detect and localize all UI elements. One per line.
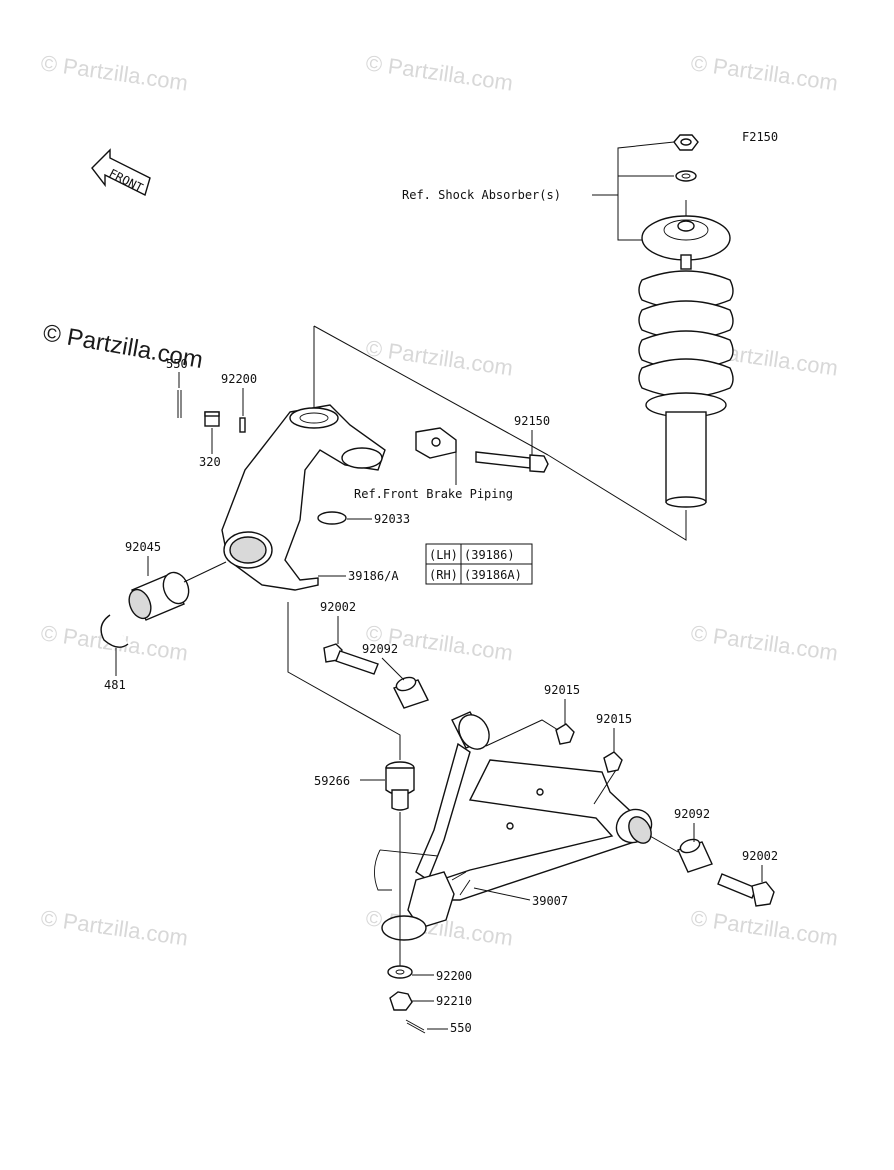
a-arm-39007 [374, 711, 653, 941]
label-92002-left: 92002 [320, 600, 356, 614]
bolt-92002-left [323, 643, 379, 675]
washer-92200-top [239, 417, 246, 433]
table-side-lh: (LH) [429, 548, 458, 562]
label-92200-bottom: 92200 [436, 969, 472, 983]
front-arrow-icon: FRONT [91, 148, 151, 197]
table-side-rh: (RH) [429, 568, 458, 582]
watermark: © Partzilla.com [39, 905, 189, 950]
lh-rh-table: (LH) (39186) (RH) (39186A) [425, 543, 533, 585]
label-92015-a: 92015 [544, 683, 580, 697]
brake-bracket [415, 427, 457, 459]
watermark: © Partzilla.com [689, 50, 839, 95]
watermark: © Partzilla.com [689, 620, 839, 665]
steering-knuckle [221, 404, 386, 591]
label-92150: 92150 [514, 414, 550, 428]
bushing-92092-right [677, 838, 713, 873]
label-92210: 92210 [436, 994, 472, 1008]
washer-92200-bottom [387, 965, 413, 979]
shock-ref-leader [592, 141, 675, 241]
label-92092-right: 92092 [674, 807, 710, 821]
nut-92015-b [603, 751, 623, 773]
label-92002-right: 92002 [742, 849, 778, 863]
watermark: © Partzilla.com [689, 905, 839, 950]
label-92092-left: 92092 [362, 642, 398, 656]
nut-92015-a [555, 723, 575, 745]
label-92045: 92045 [125, 540, 161, 554]
snap-ring-92033 [317, 511, 347, 525]
label-92033: 92033 [374, 512, 410, 526]
bearing-92045 [128, 571, 190, 621]
cotter-pin-top [177, 390, 182, 418]
label-550-bottom: 550 [450, 1021, 472, 1035]
label-550-top: 550 [166, 357, 188, 371]
ref-shock-absorber: Ref. Shock Absorber(s) [402, 188, 561, 202]
bolt-92002-right [717, 873, 775, 907]
table-part-lh: (39186) [464, 548, 515, 562]
bolt-92150 [475, 451, 549, 473]
circlip-481 [100, 614, 129, 648]
label-320: 320 [199, 455, 221, 469]
ball-joint-59266 [385, 761, 415, 820]
label-39186a: 39186/A [348, 569, 399, 583]
cotter-pin-bottom [405, 1019, 426, 1034]
bushing-92092-left [393, 676, 429, 709]
label-39007: 39007 [532, 894, 568, 908]
nut-320 [204, 411, 220, 427]
label-92015-b: 92015 [596, 712, 632, 726]
diagram-code: F2150 [742, 130, 778, 144]
watermark: © Partzilla.com [39, 50, 189, 95]
castle-nut-92210 [389, 991, 413, 1011]
label-92200-top: 92200 [221, 372, 257, 386]
watermark: © Partzilla.com [364, 50, 514, 95]
watermark: © Partzilla.com [364, 335, 514, 380]
shock-absorber [638, 134, 734, 508]
label-481: 481 [104, 678, 126, 692]
table-part-rh: (39186A) [464, 568, 522, 582]
label-59266: 59266 [314, 774, 350, 788]
ref-front-brake-piping: Ref.Front Brake Piping [354, 487, 513, 501]
